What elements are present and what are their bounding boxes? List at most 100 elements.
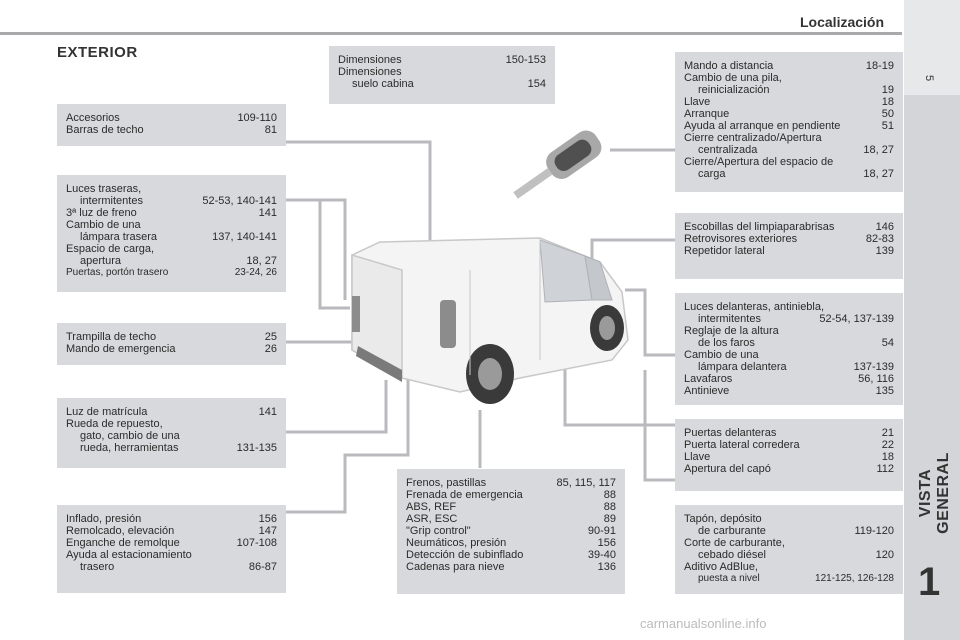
entry-label: Cierre/Apertura del espacio de	[684, 156, 834, 168]
entry-pages: 135	[875, 385, 894, 397]
entry-label: ASR, ESC	[406, 513, 458, 525]
key-icon	[513, 130, 602, 199]
entry-pages: 89	[603, 513, 616, 525]
entry-label: Reglaje de la altura	[684, 325, 779, 337]
entry-label: Corte de carburante,	[684, 537, 785, 549]
entry-row: Neumáticos, presión 156	[406, 537, 616, 549]
entry-row: Repetidor lateral 139	[684, 245, 894, 257]
entry-row: Luces traseras,	[66, 183, 277, 195]
entry-pages: 156	[597, 537, 616, 549]
entry-label: intermitentes	[698, 313, 761, 325]
entry-label: de los faros	[698, 337, 755, 349]
entry-pages: 107-108	[236, 537, 277, 549]
entry-pages: 136	[597, 561, 616, 573]
entry-pages: 139	[875, 245, 894, 257]
entry-label: Llave	[684, 96, 711, 108]
entry-row: "Grip control"90-91	[406, 525, 616, 537]
entry-label: Llave	[684, 451, 711, 463]
entry-label: 3ª luz de freno	[66, 207, 137, 219]
entry-pages: 18, 27	[863, 144, 894, 156]
footer-watermark: carmanualsonline.info	[640, 616, 767, 631]
entry-label: Rueda de repuesto,	[66, 418, 163, 430]
entry-row: Frenos, pastillas 85, 115, 117	[406, 477, 616, 489]
entry-label: Repetidor lateral	[684, 245, 765, 257]
entry-label: Frenada de emergencia	[406, 489, 523, 501]
entry-row: Espacio de carga,	[66, 243, 277, 255]
entry-label: Detección de subinflado	[406, 549, 524, 561]
entry-label: intermitentes	[80, 195, 143, 207]
entry-pages: 56, 116	[858, 373, 894, 385]
entry-label: Espacio de carga,	[66, 243, 155, 255]
entry-pages: 18	[881, 451, 894, 463]
entry-row: Aditivo AdBlue,	[684, 561, 894, 573]
box-luces-traseras: Luces traseras,intermitentes 52-53, 140-1…	[57, 175, 286, 292]
entry-pages: 82-83	[865, 233, 894, 245]
entry-row: Antinieve 135	[684, 385, 894, 397]
entry-label: rueda, herramientas	[80, 442, 179, 454]
box-luces-delanteras: Luces delanteras, antiniebla,intermitent…	[675, 293, 903, 405]
entry-pages: 85, 115, 117	[556, 477, 616, 489]
entry-pages: 52-53, 140-141	[202, 195, 277, 207]
entry-row: intermitentes 52-53, 140-141	[66, 195, 277, 207]
sidebar-tab-shade	[904, 95, 960, 640]
entry-pages: 25	[264, 331, 277, 343]
entry-row: Cambio de una	[684, 349, 894, 361]
entry-pages: 121-125, 126-128	[815, 573, 894, 584]
entry-label: Escobillas del limpiaparabrisas	[684, 221, 835, 233]
entry-label: suelo cabina	[352, 78, 414, 90]
entry-row: Reglaje de la altura	[684, 325, 894, 337]
entry-label: gato, cambio de una	[80, 430, 180, 442]
entry-row: Cierre/Apertura del espacio de	[684, 156, 894, 168]
entry-row: Cambio de una	[66, 219, 277, 231]
entry-label: centralizada	[698, 144, 758, 156]
entry-label: Aditivo AdBlue,	[684, 561, 758, 573]
entry-label: Dimensiones	[338, 54, 402, 66]
entry-pages: 39-40	[587, 549, 616, 561]
entry-label: Luces delanteras, antiniebla,	[684, 301, 825, 313]
entry-row: gato, cambio de una	[66, 430, 277, 442]
entry-label: Cadenas para nieve	[406, 561, 505, 573]
entry-pages: 26	[264, 343, 277, 355]
entry-row: Rueda de repuesto,	[66, 418, 277, 430]
entry-label: Frenos, pastillas	[406, 477, 487, 489]
entry-label: Puerta lateral corredera	[684, 439, 800, 451]
entry-label: Luces traseras,	[66, 183, 142, 195]
entry-label: lámpara delantera	[698, 361, 787, 373]
entry-label: Cambio de una	[66, 219, 141, 231]
entry-label: Antinieve	[684, 385, 730, 397]
entry-label: Cambio de una pila,	[684, 72, 782, 84]
entry-label: Remolcado, elevación	[66, 525, 175, 537]
entry-label: puesta a nivel	[698, 573, 760, 584]
chapter-number: 1	[918, 560, 941, 604]
entry-pages: 18-19	[865, 60, 894, 72]
entry-pages: 52-54, 137-139	[819, 313, 894, 325]
entry-label: Neumáticos, presión	[406, 537, 507, 549]
entry-row: Cierre centralizado/Apertura	[684, 132, 894, 144]
